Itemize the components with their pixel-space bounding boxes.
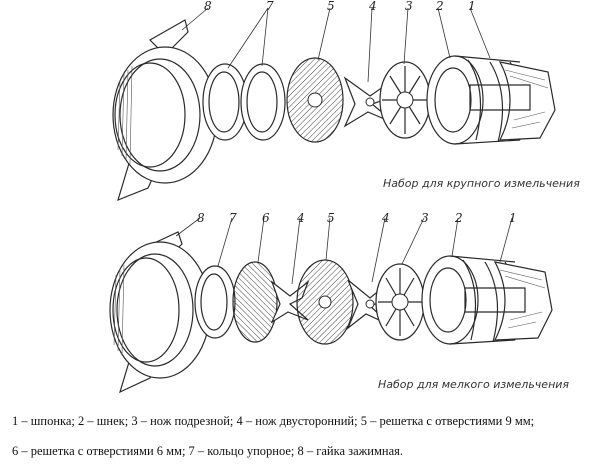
bottom-label: 2: [454, 211, 463, 225]
part-grate-9mm: [286, 57, 344, 143]
meat-grinder-exploded-diagram: 8 7 5 4 3 2 1 Набор для крупного измельч…: [109, 0, 580, 394]
bottom-label: 4: [381, 211, 390, 225]
bottom-assembly: 8 7 6 4 5 4 3 2 1 Набор для мелкого изме…: [109, 211, 569, 394]
top-label: 5: [327, 0, 335, 13]
bottom-label: 6: [262, 211, 270, 225]
part-cutter: [379, 61, 431, 139]
part-key: [469, 61, 556, 141]
top-caption: Набор для крупного измельчения: [383, 177, 580, 190]
part-clamping-nut: [109, 231, 211, 394]
top-assembly: 8 7 5 4 3 2 1 Набор для крупного измельч…: [112, 0, 580, 202]
part-grate-9mm: [296, 259, 354, 345]
parts-legend: 1 – шпонка; 2 – шнек; 3 – нож подрезной;…: [12, 406, 592, 466]
top-label: 2: [435, 0, 444, 13]
top-label: 4: [368, 0, 377, 13]
top-label: 7: [266, 0, 274, 13]
part-cutter: [375, 263, 425, 341]
bottom-label: 3: [421, 211, 429, 225]
bottom-label: 1: [509, 211, 517, 225]
part-stop-rings: [202, 63, 286, 141]
bottom-caption: Набор для мелкого измельчения: [378, 378, 569, 391]
bottom-label: 4: [296, 211, 305, 225]
part-key: [464, 261, 553, 341]
top-label: 8: [204, 0, 212, 13]
legend-line: 6 – решетка с отверстиями 6 мм; 7 – коль…: [12, 444, 404, 458]
part-clamping-nut: [112, 19, 218, 202]
bottom-label: 5: [327, 211, 335, 225]
top-label: 1: [468, 0, 476, 13]
legend-line: 1 – шпонка; 2 – шнек; 3 – нож подрезной;…: [12, 414, 535, 428]
bottom-label: 8: [197, 211, 205, 225]
bottom-label: 7: [229, 211, 237, 225]
part-stop-ring: [194, 265, 236, 339]
top-label: 3: [405, 0, 413, 13]
part-grate-6mm: [232, 261, 278, 343]
